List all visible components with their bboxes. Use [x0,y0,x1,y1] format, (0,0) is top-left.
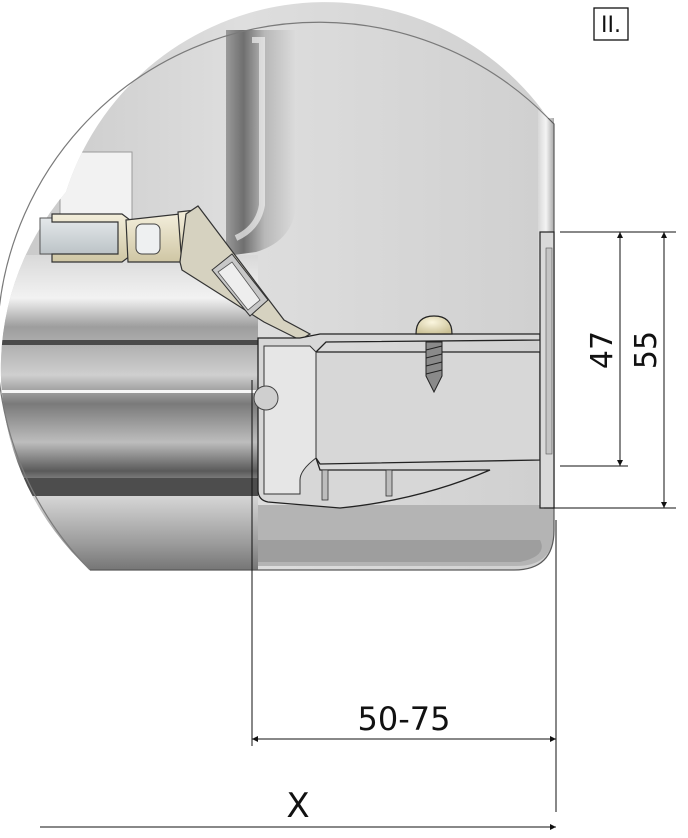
screw [415,315,453,394]
glass-seal [51,213,131,263]
wall-profile-section [257,231,555,509]
view-label-text: II. [601,13,621,38]
horizontal-profile [0,255,258,495]
dim-55-label: 55 [629,331,664,369]
glass-seal-assembly [39,205,312,341]
panel-corner [59,151,133,223]
dim-50-75-label: 50-75 [358,700,451,738]
dimension-lines [40,231,676,830]
fixing-knob [253,385,279,411]
detail-circle-outline [0,21,549,571]
screw-cap [415,315,453,335]
view-label: II. [593,7,629,41]
dim-x-label: X [286,786,309,826]
dim-47-label: 47 [585,331,620,369]
glass-pane [39,217,123,255]
